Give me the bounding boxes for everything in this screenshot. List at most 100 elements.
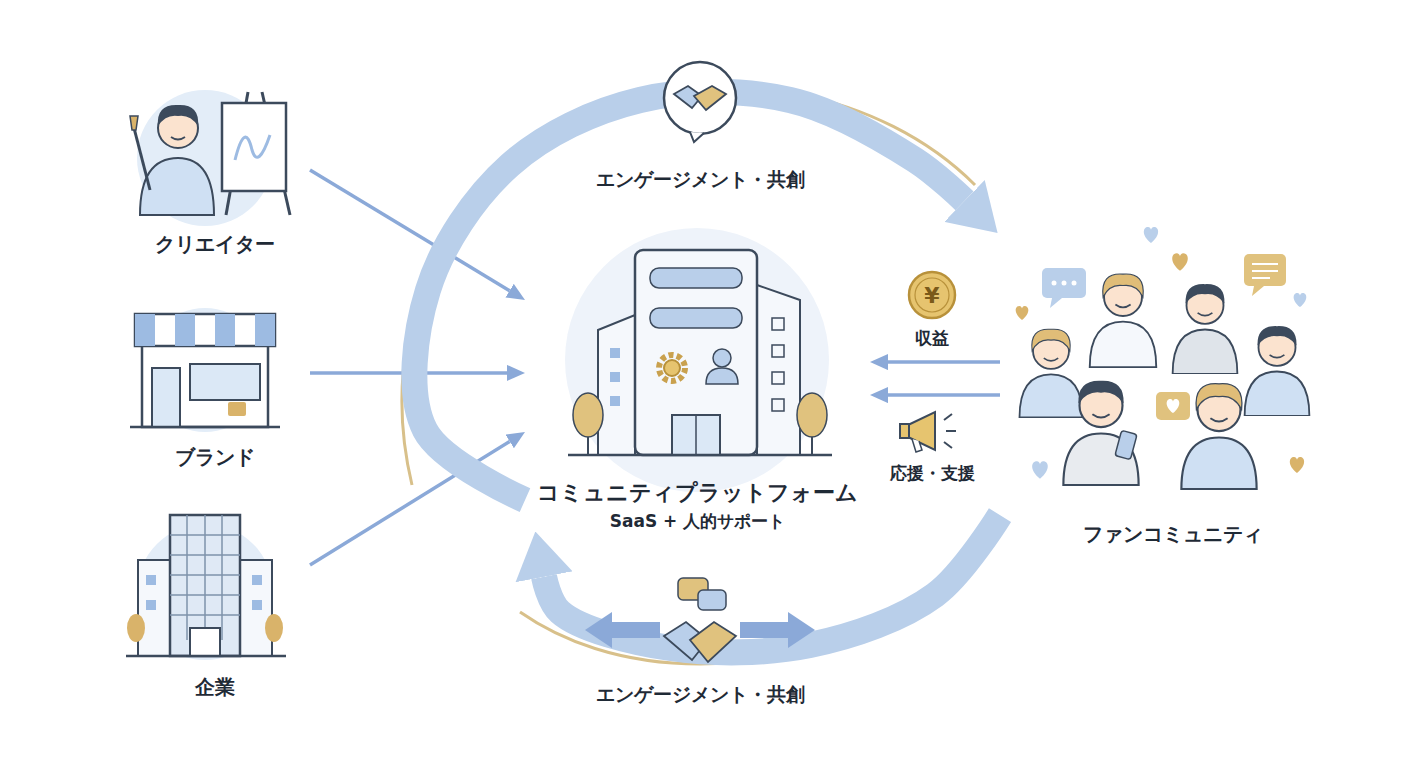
megaphone-handle <box>912 439 922 452</box>
side-wing <box>598 315 635 455</box>
chat-bubble <box>698 590 726 610</box>
node-label: ファンコミュニティ <box>1083 522 1263 547</box>
bubble-body <box>1156 392 1190 420</box>
bubble-tail <box>1050 298 1062 308</box>
fan-person <box>1181 384 1256 490</box>
edge-label: 収益 <box>915 327 949 350</box>
exchange-arrow <box>585 612 660 648</box>
heart <box>1016 306 1029 320</box>
tree <box>127 614 145 642</box>
bubble-tail <box>690 132 704 142</box>
shop-door <box>152 368 180 427</box>
bubble-lines <box>1252 264 1278 278</box>
ground-line <box>130 426 280 429</box>
side-wing <box>757 285 800 455</box>
bubble-circle <box>664 62 736 134</box>
bubble-body <box>1042 268 1086 298</box>
flow-arrow <box>310 441 510 565</box>
hand-right <box>690 622 736 662</box>
ground-line <box>568 454 832 457</box>
flow-arrow <box>888 393 1000 397</box>
node-label: コミュニティプラットフォーム <box>537 479 858 507</box>
fan-community-illustration <box>1016 227 1310 489</box>
heart <box>1172 253 1188 270</box>
ui-bar <box>650 268 742 288</box>
edge-label: 応援・支援 <box>890 462 975 485</box>
hand-right <box>694 86 726 110</box>
awning-stripe <box>255 314 275 346</box>
coin <box>909 272 955 318</box>
ground-line <box>126 655 286 658</box>
brand-node: ブランド <box>120 295 310 475</box>
fan-person <box>1090 274 1157 367</box>
shop-window <box>190 364 260 400</box>
cycle-arc <box>414 92 964 500</box>
fan-person <box>1173 284 1238 374</box>
gear-teeth <box>659 355 685 381</box>
creator-smile <box>171 137 185 140</box>
node-label: ブランド <box>175 445 255 470</box>
revenue-coin <box>909 272 955 318</box>
shop-wall <box>142 345 268 427</box>
platform-door <box>672 415 720 455</box>
heart <box>1290 457 1304 473</box>
smartphone <box>1115 430 1137 459</box>
fan-community-node: ファンコミュニティ <box>1000 220 1345 560</box>
bubble-dot <box>1062 281 1067 286</box>
awning-stripe <box>175 314 195 346</box>
user-icon-body <box>706 368 738 384</box>
canvas-stroke <box>235 135 270 160</box>
edge-label: エンゲージメント・共創 <box>596 682 805 708</box>
shop-bag <box>228 402 246 416</box>
company-node: 企業 <box>120 505 310 705</box>
bubble-dot <box>1052 281 1057 286</box>
chat-bubble <box>1156 392 1190 420</box>
tree <box>797 393 827 437</box>
flow-arrow <box>888 360 1000 364</box>
paint-brush <box>134 128 150 190</box>
cycle-arc <box>544 515 1000 652</box>
window <box>772 399 784 411</box>
icon-backdrop <box>565 228 829 492</box>
ui-bar <box>650 308 742 328</box>
megaphone-horn <box>908 412 935 450</box>
creator-node: クリエイター <box>120 80 310 270</box>
node-label: 企業 <box>195 675 235 700</box>
platform-illustration <box>565 228 832 492</box>
heart <box>1032 461 1048 478</box>
creator-illustration <box>130 90 290 226</box>
edge-label: エンゲージメント・共創 <box>596 167 805 193</box>
brand-illustration <box>130 308 280 432</box>
window-grid <box>170 515 240 640</box>
door-split <box>695 415 697 455</box>
window <box>772 318 784 330</box>
node-label: SaaS + 人的サポート <box>610 511 786 532</box>
side-building <box>138 560 172 656</box>
awning-stripe <box>215 314 235 346</box>
heart <box>1167 399 1180 413</box>
fan-person <box>1245 326 1310 416</box>
creator-body <box>140 158 214 215</box>
easel-canvas <box>222 103 286 191</box>
handshake-bubble <box>664 62 736 142</box>
bubble-tail <box>1252 286 1264 296</box>
window <box>252 600 262 610</box>
currency-symbol: ¥ <box>924 283 939 308</box>
shop-awning <box>135 314 275 346</box>
node-label: クリエイター <box>155 232 275 257</box>
side-building <box>238 560 272 656</box>
gear-body <box>664 360 680 376</box>
window <box>610 348 620 358</box>
creator-hair <box>158 105 198 126</box>
platform-node: コミュニティプラットフォーム SaaS + 人的サポート <box>525 240 870 540</box>
chat-bubble <box>1042 268 1086 308</box>
tree <box>573 393 603 437</box>
tree <box>265 614 283 642</box>
building-door <box>190 628 220 656</box>
window <box>610 372 620 382</box>
megaphone-grip <box>900 424 909 438</box>
window <box>610 396 620 406</box>
